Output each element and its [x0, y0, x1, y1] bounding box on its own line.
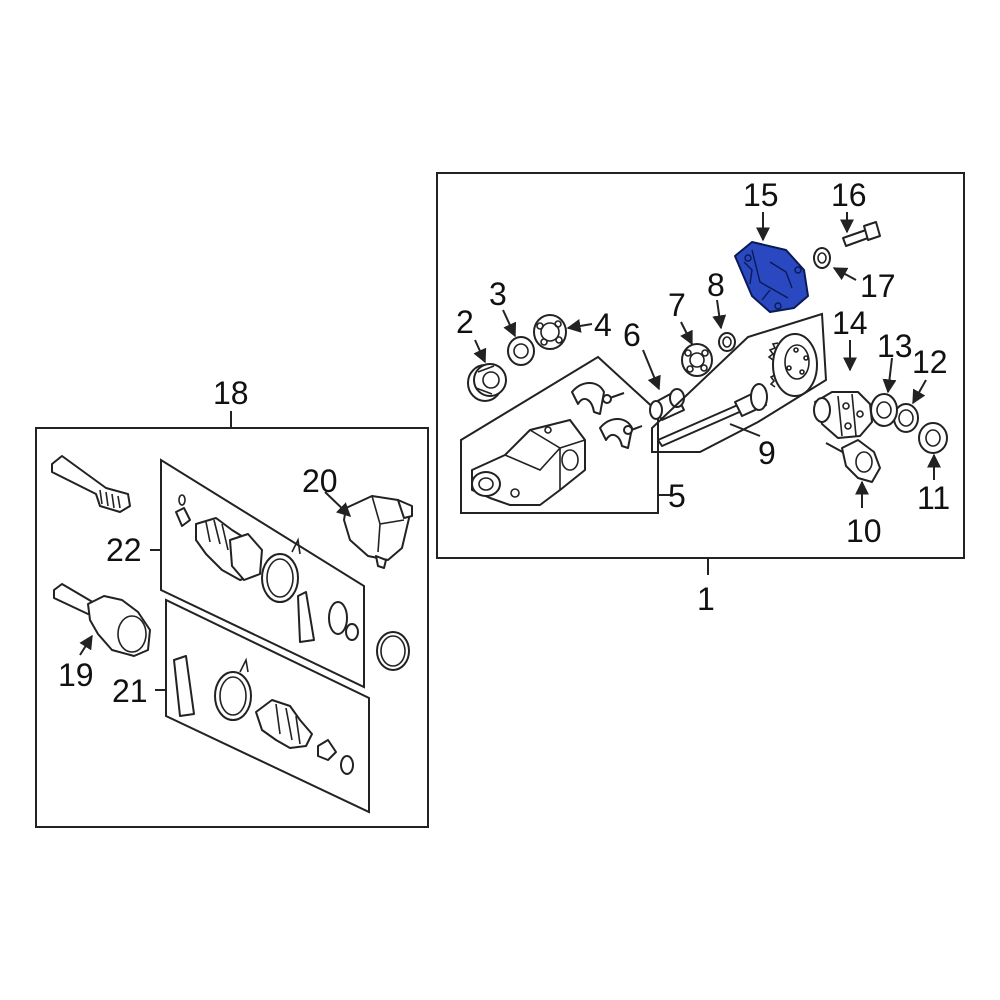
callout-14[interactable]: 14 — [832, 305, 868, 341]
ring-pinion-subgroup-box — [651, 312, 828, 453]
callout-12[interactable]: 12 — [912, 344, 948, 380]
rear-cover-15[interactable] — [734, 241, 809, 313]
outer-boot-kit-box — [165, 598, 370, 814]
bearing-3[interactable] — [507, 336, 535, 366]
bolt-16[interactable] — [842, 221, 881, 247]
side-flange-10[interactable] — [825, 439, 881, 483]
callout-11[interactable]: 11 — [917, 480, 950, 516]
spacer-6[interactable] — [649, 388, 685, 421]
callout-15[interactable]: 15 — [743, 177, 779, 213]
callout-1[interactable]: 1 — [697, 581, 715, 617]
callout-4[interactable]: 4 — [594, 307, 612, 343]
callout-3[interactable]: 3 — [489, 276, 507, 312]
bearing-caps-and-bolts[interactable] — [571, 382, 643, 449]
rear-cover-15-highlight — [734, 241, 809, 313]
callout-10[interactable]: 10 — [846, 513, 882, 549]
callout-13[interactable]: 13 — [877, 328, 913, 364]
outer-cv-joint-19[interactable] — [53, 583, 151, 657]
callout-20[interactable]: 20 — [302, 463, 338, 499]
inner-joint-kit-parts[interactable] — [175, 494, 359, 643]
differential-assembly-group: 1 5 2 — [436, 172, 965, 617]
callout-21[interactable]: 21 — [112, 673, 148, 709]
callout-2[interactable]: 2 — [456, 304, 474, 340]
shim-8[interactable] — [718, 332, 736, 352]
differential-frame — [436, 172, 965, 559]
callout-6[interactable]: 6 — [623, 317, 641, 353]
seal-11[interactable] — [918, 422, 948, 454]
callout-9[interactable]: 9 — [758, 435, 776, 471]
joint-housing-20[interactable] — [343, 495, 413, 569]
callout-19[interactable]: 19 — [58, 657, 94, 693]
differential-case-14[interactable] — [813, 391, 873, 439]
washer-17[interactable] — [813, 247, 831, 269]
callout-16[interactable]: 16 — [831, 177, 867, 213]
seal-2[interactable] — [467, 363, 507, 402]
callout-22[interactable]: 22 — [106, 532, 142, 568]
bearing-7[interactable] — [681, 343, 713, 377]
callout-18[interactable]: 18 — [213, 375, 249, 411]
snap-ring[interactable] — [376, 631, 410, 671]
outer-boot-kit-parts[interactable] — [173, 655, 354, 775]
carrier-housing[interactable] — [471, 419, 586, 506]
callout-17[interactable]: 17 — [860, 268, 896, 304]
axle-shaft-group: 18 22 20 — [35, 375, 429, 828]
callout-5[interactable]: 5 — [668, 478, 686, 514]
bearing-4[interactable] — [533, 314, 567, 350]
ring-and-pinion-gear[interactable] — [657, 333, 818, 447]
callout-7[interactable]: 7 — [668, 287, 686, 323]
callout-8[interactable]: 8 — [707, 267, 725, 303]
carrier-subgroup-box — [460, 355, 659, 514]
axle-shaft-end[interactable] — [51, 455, 131, 513]
bearing-13[interactable] — [870, 393, 898, 427]
